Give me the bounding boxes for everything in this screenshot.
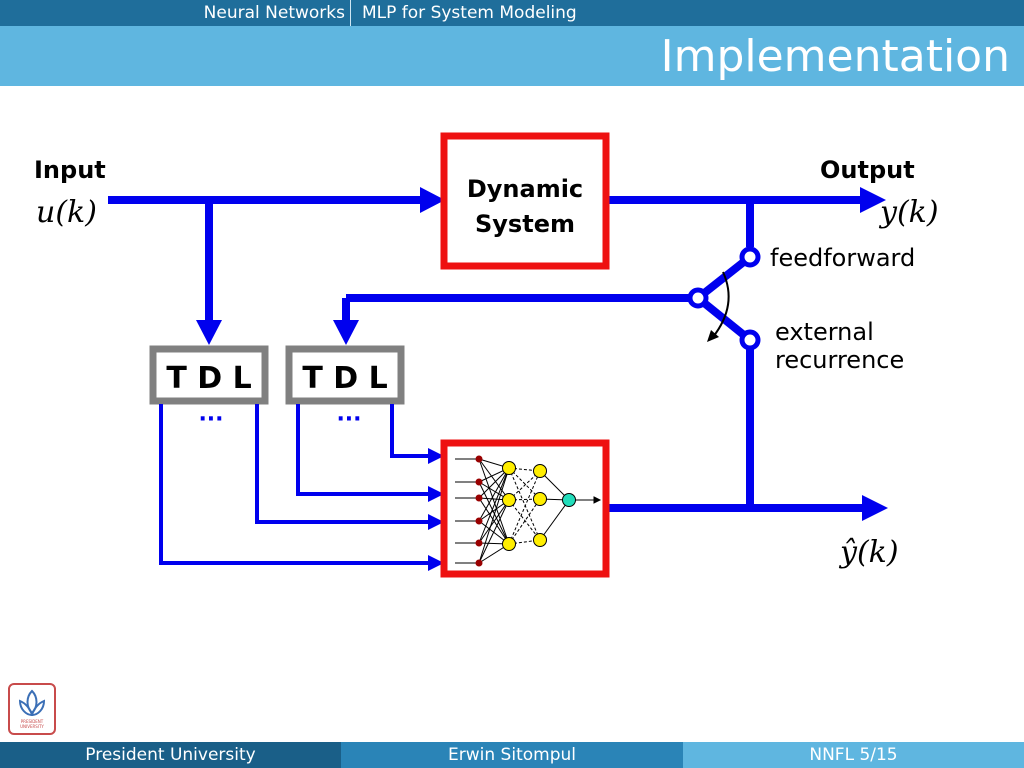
switch-pivot	[687, 287, 709, 309]
mlp-neurons	[475, 455, 576, 567]
nn-input-arrow-3	[428, 514, 444, 530]
mlp-network-drawing	[455, 458, 602, 564]
hidden-neuron	[502, 537, 516, 551]
footer-institution: President University	[0, 742, 341, 768]
switch-curve-arrow	[712, 271, 730, 338]
external-recurrence-label-1: external	[775, 318, 874, 346]
neural-network-box	[440, 439, 610, 578]
hidden-neuron	[502, 493, 516, 507]
tdl-box-input	[149, 345, 269, 405]
input-neuron	[475, 478, 483, 486]
section-neural-networks[interactable]: Neural Networks	[203, 3, 345, 23]
feedforward-label: feedforward	[770, 244, 915, 272]
tdl2-line-outer	[296, 404, 430, 496]
hidden-neuron	[502, 461, 516, 475]
external-recurrence-label-2: recurrence	[775, 346, 904, 374]
hidden-neuron	[533, 492, 547, 506]
feedforward-contact	[739, 246, 761, 268]
dynamic-system-label-1: Dynamic	[467, 175, 583, 203]
slide-title: Implementation	[660, 31, 1010, 82]
tdl2-line-inner	[390, 404, 430, 458]
tdl-box-feedback	[285, 345, 405, 405]
tdl1-arrowhead	[196, 320, 222, 345]
input-neuron	[475, 539, 483, 547]
nn-input-arrow-2	[428, 486, 444, 502]
output-neuron	[562, 493, 576, 507]
input-signal-label: u(k)	[36, 195, 97, 230]
output-label: Output	[820, 156, 915, 184]
tdl1-line-inner	[255, 404, 430, 524]
tdl2-arrowhead	[333, 320, 359, 345]
tdl-output-lines	[159, 404, 430, 565]
president-university-logo: PRESIDENT UNIVERSITY	[8, 683, 56, 735]
footer-bar: President University Erwin Sitompul NNFL…	[0, 742, 1024, 768]
top-navigation-bar: Neural Networks MLP for System Modeling	[0, 0, 1024, 26]
dynamic-system-box	[440, 132, 610, 270]
svg-text:UNIVERSITY: UNIVERSITY	[20, 724, 44, 729]
output-signal-label: y(k)	[878, 195, 939, 230]
tdl1-line-outer	[159, 404, 430, 565]
input-neuron	[475, 494, 483, 502]
subsection-mlp-system-modeling[interactable]: MLP for System Modeling	[362, 3, 577, 23]
model-output-arrowhead	[862, 495, 888, 521]
title-bar: Implementation	[0, 26, 1024, 86]
tdl-label-feedback: T D L	[302, 361, 387, 396]
footer-author: Erwin Sitompul	[341, 742, 683, 768]
input-neuron	[475, 455, 483, 463]
hidden-neuron	[533, 464, 547, 478]
svg-text:PRESIDENT: PRESIDENT	[21, 719, 44, 724]
section-divider	[350, 0, 351, 26]
switch-curve-arrowhead	[707, 330, 719, 342]
switch-arm	[695, 253, 753, 302]
tdl-dots-feedback: ···	[336, 407, 361, 432]
input-neuron	[475, 559, 483, 567]
hidden-neuron	[533, 533, 547, 547]
tdl-label-input: T D L	[166, 361, 251, 396]
nn-input-arrow-4	[428, 555, 444, 571]
input-arrowhead	[420, 187, 445, 213]
footer-slide-number: NNFL 5/15	[683, 742, 1024, 768]
model-output-label: ŷ(k)	[838, 535, 899, 570]
input-label: Input	[34, 156, 106, 184]
tdl-dots-input: ···	[198, 407, 223, 432]
dynamic-system-label-2: System	[475, 210, 575, 238]
input-neuron	[475, 517, 483, 525]
recurrence-contact	[739, 329, 761, 351]
nn-input-arrow-1	[428, 448, 444, 464]
output-arrowhead	[860, 187, 886, 213]
